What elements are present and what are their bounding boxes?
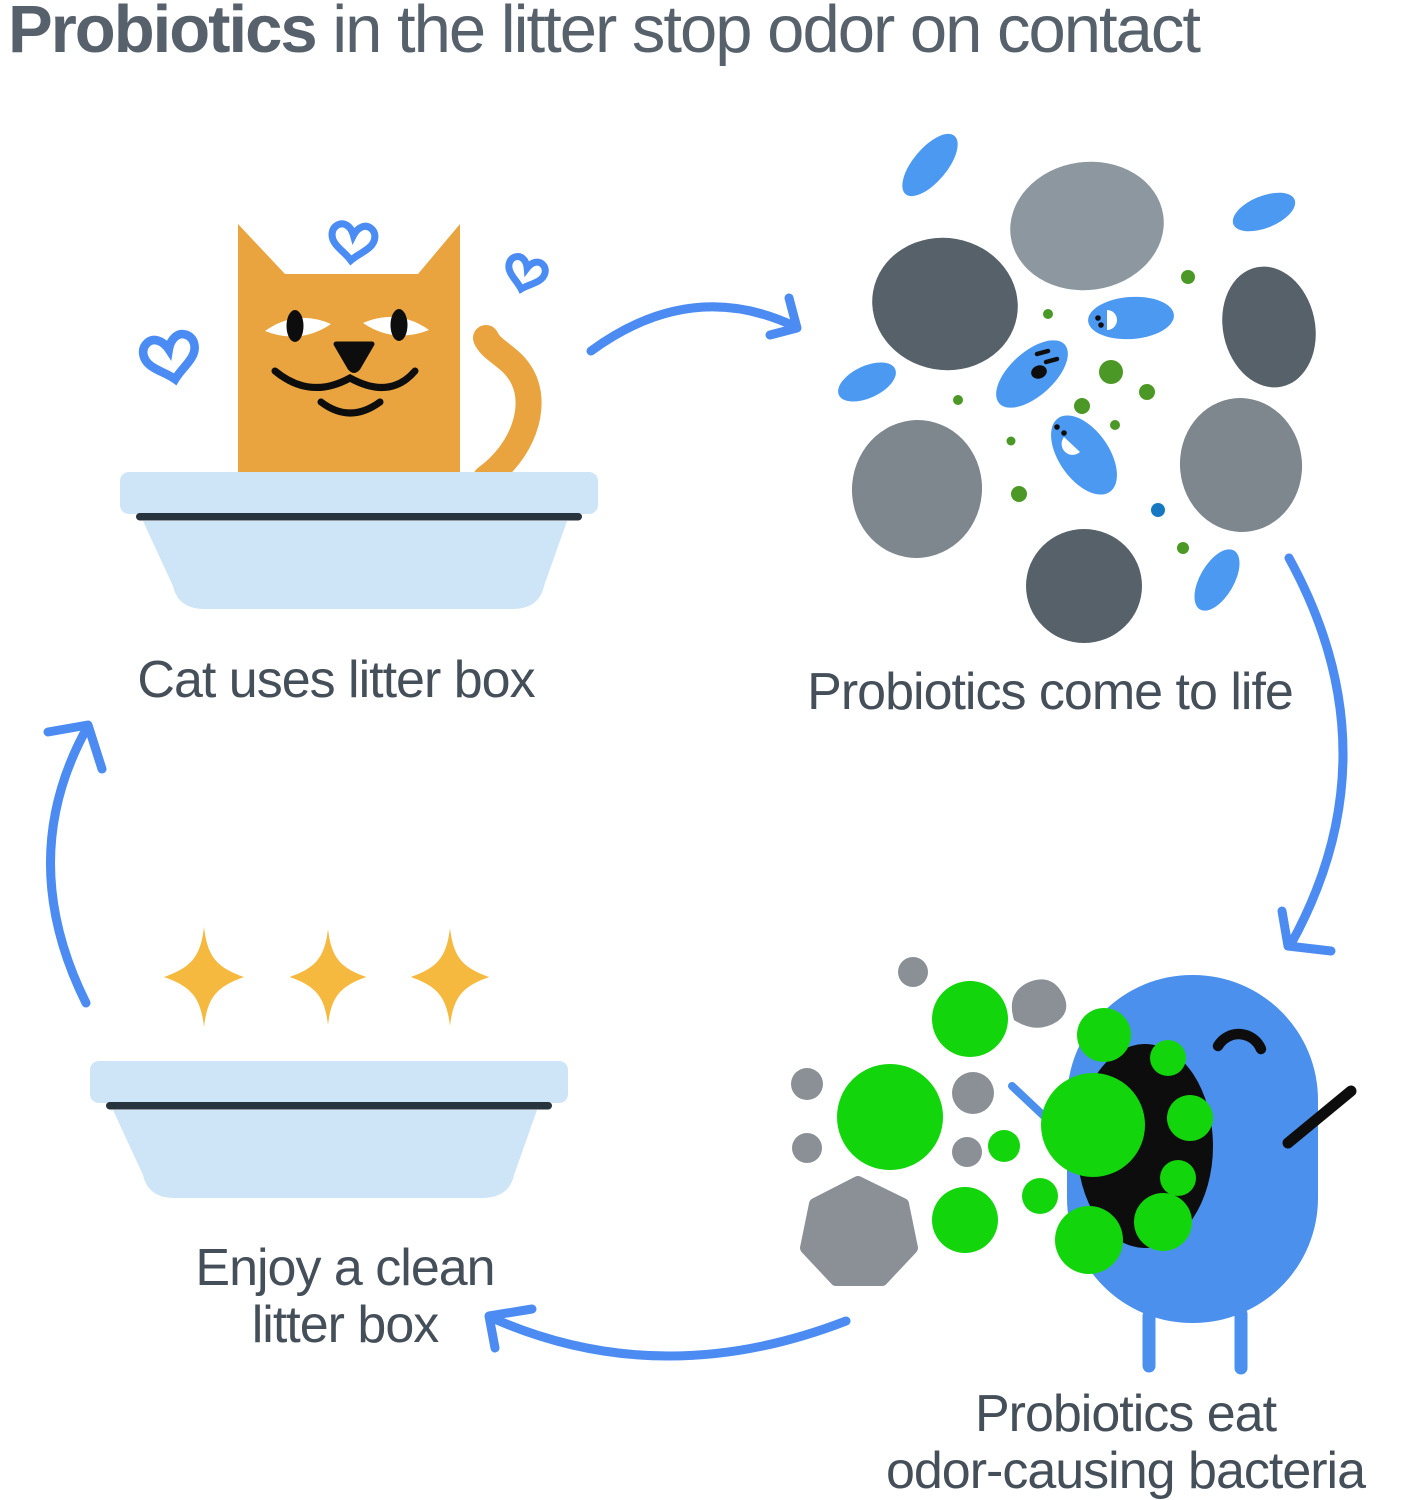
floating-green-bacteria bbox=[837, 981, 1058, 1253]
sparkle-icon bbox=[289, 929, 367, 1025]
cat-right-eye bbox=[363, 309, 429, 341]
arrow-creature-to-cleanbox-icon bbox=[484, 1304, 851, 1361]
caption-probiotics-eat-bacteria: Probiotics eat odor-causing bacteria bbox=[833, 1386, 1415, 1500]
heart-icon bbox=[141, 332, 201, 385]
cat-illustration bbox=[120, 223, 598, 609]
arrow-probiotics-to-creature-icon bbox=[1277, 553, 1348, 956]
arrow-cleanbox-to-cat-icon bbox=[43, 720, 107, 1008]
caption-cat-uses-litter-box: Cat uses litter box bbox=[36, 652, 636, 709]
cat-left-eye bbox=[265, 310, 331, 342]
probiotic-pill-icon bbox=[838, 133, 1296, 611]
heart-icon bbox=[503, 254, 547, 294]
caption-probiotics-come-to-life: Probiotics come to life bbox=[750, 664, 1350, 721]
title-emphasis: Probiotics bbox=[8, 0, 318, 67]
probiotic-pill-face-icon bbox=[1051, 415, 1117, 495]
litter-box-icon bbox=[120, 472, 598, 609]
page-title: Probiotics in the litter stop odor on co… bbox=[8, 0, 1413, 66]
eaten-green-bacteria bbox=[1041, 1008, 1213, 1274]
creature-flagellum bbox=[1008, 1082, 1050, 1122]
odor-bacteria-bits bbox=[791, 957, 1067, 1286]
caption-line: Cat uses litter box bbox=[137, 651, 535, 709]
cat-tail bbox=[473, 325, 542, 491]
caption-line: litter box bbox=[251, 1296, 440, 1354]
creature-eye bbox=[1212, 1028, 1267, 1055]
caption-line: odor-causing bacteria bbox=[885, 1442, 1366, 1500]
clean-litter-box-illustration bbox=[90, 927, 568, 1198]
cat-nose bbox=[333, 341, 375, 373]
probiotic-cluster-illustration bbox=[838, 133, 1316, 643]
caption-line: Probiotics eat bbox=[974, 1385, 1277, 1443]
probiotic-pill-sleeping-icon bbox=[996, 340, 1068, 408]
heart-icon bbox=[330, 223, 376, 263]
caption-line: Probiotics come to life bbox=[807, 663, 1294, 721]
caption-enjoy-clean-litter-box: Enjoy a clean litter box bbox=[65, 1240, 625, 1354]
arrow-cat-to-probiotics-icon bbox=[586, 293, 802, 356]
title-remainder: in the litter stop odor on contact bbox=[315, 0, 1201, 67]
probiotic-creature-illustration bbox=[791, 957, 1357, 1375]
caption-line: Enjoy a clean bbox=[195, 1239, 495, 1297]
sparkle-icon bbox=[410, 928, 490, 1026]
blue-spore-dot bbox=[1151, 503, 1165, 517]
cat-smile bbox=[317, 398, 384, 417]
cat-mouth bbox=[271, 367, 419, 391]
sparkle-icon bbox=[164, 927, 244, 1027]
bacteria-blob-icon bbox=[851, 161, 1316, 643]
litter-box-icon bbox=[90, 1061, 568, 1198]
probiotic-pill-face-icon bbox=[1088, 296, 1174, 340]
spore-dots bbox=[953, 270, 1195, 554]
creature-arm bbox=[1282, 1085, 1357, 1149]
